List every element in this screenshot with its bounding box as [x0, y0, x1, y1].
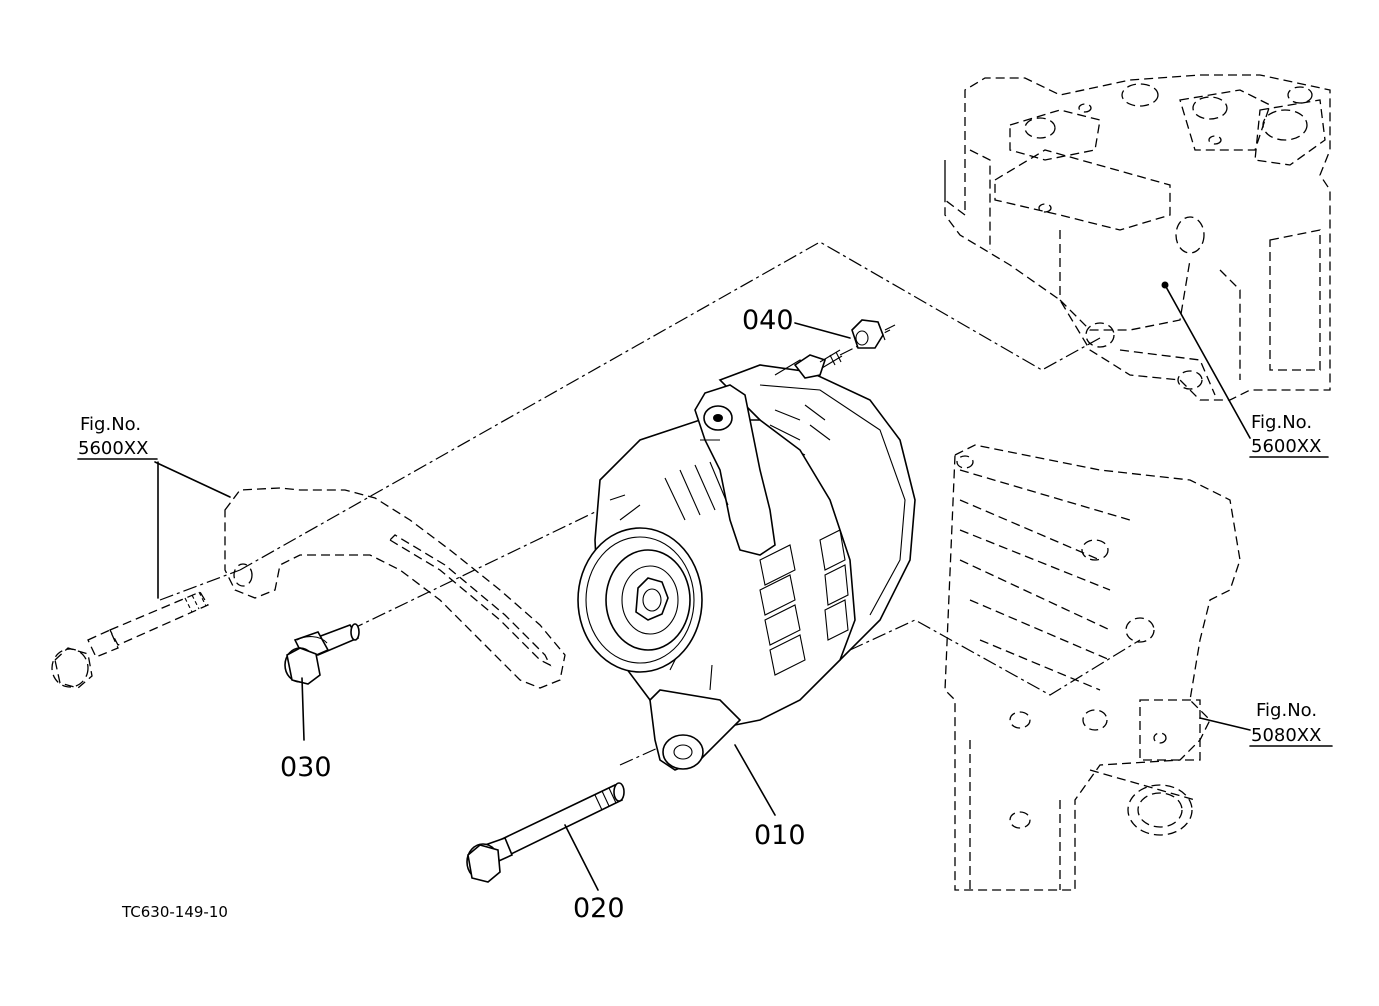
- adjusting-bracket: [224, 487, 566, 689]
- bracket-bolt-left: [51, 591, 209, 689]
- callout-020: 020: [573, 893, 625, 924]
- engine-head-outline: [944, 74, 1331, 401]
- fig-ref-right-top-line1: Fig.No.: [1251, 412, 1312, 433]
- callout-040: 040: [742, 305, 794, 336]
- fig-ref-right-bottom-line1: Fig.No.: [1256, 700, 1317, 721]
- bolt-030: [284, 623, 360, 685]
- alternator: [577, 349, 916, 771]
- fig-ref-left-line2: 5600XX: [78, 438, 148, 459]
- callout-030: 030: [280, 752, 332, 783]
- leader-lines: [77, 284, 1333, 891]
- callout-010: 010: [754, 820, 806, 851]
- fig-ref-left-line1: Fig.No.: [80, 414, 141, 435]
- fig-ref-right-top-line2: 5600XX: [1251, 436, 1321, 457]
- bolt-020: [466, 782, 625, 883]
- fig-ref-right-bottom-line2: 5080XX: [1251, 725, 1321, 746]
- engine-block-outline: [944, 444, 1241, 891]
- drawing-code: TC630-149-10: [121, 903, 228, 921]
- nut-040: [851, 319, 896, 349]
